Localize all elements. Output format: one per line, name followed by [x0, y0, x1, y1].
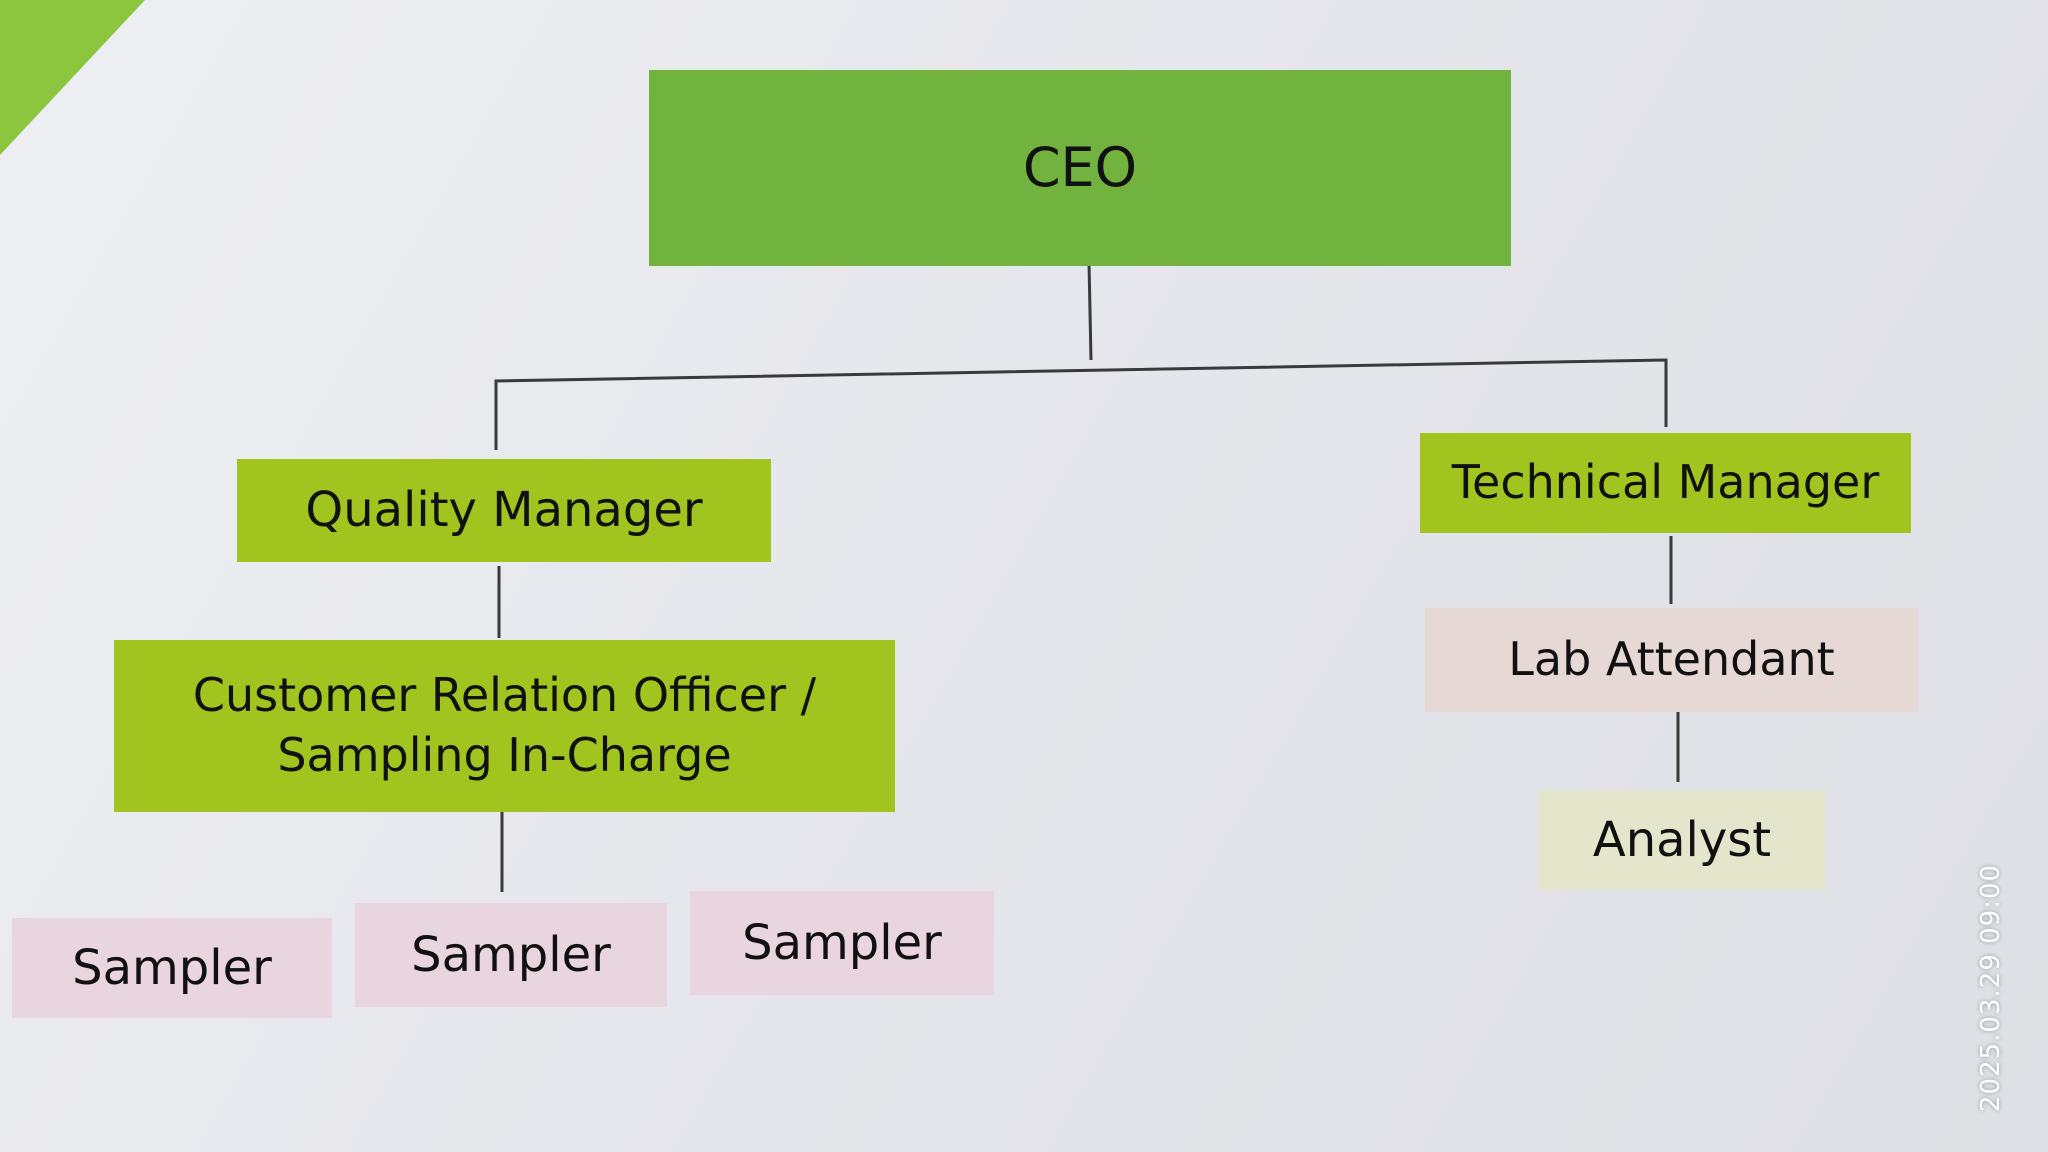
corner-decoration — [0, 0, 145, 155]
customer-relation-officer-box: Customer Relation Officer / Sampling In-… — [114, 640, 895, 812]
analyst-label: Analyst — [1592, 811, 1772, 868]
sampler-label-1: Sampler — [72, 939, 272, 996]
ceo-box: CEO — [649, 70, 1511, 266]
quality-manager-label: Quality Manager — [305, 482, 703, 539]
cro-label-line1: Customer Relation Officer / — [192, 668, 817, 723]
technical-manager-box: Technical Manager — [1420, 433, 1911, 533]
sampler-box-1: Sampler — [12, 918, 332, 1018]
sampler-label-2: Sampler — [411, 926, 611, 983]
technical-manager-label: Technical Manager — [1451, 455, 1880, 510]
sampler-box-3: Sampler — [690, 891, 994, 995]
lab-attendant-box: Lab Attendant — [1425, 608, 1918, 712]
ceo-label: CEO — [1022, 135, 1138, 199]
quality-manager-box: Quality Manager — [237, 459, 771, 562]
lab-attendant-label: Lab Attendant — [1508, 632, 1835, 687]
sampler-box-2: Sampler — [355, 903, 667, 1007]
sampler-label-3: Sampler — [742, 914, 942, 971]
cro-label-line2: Sampling In-Charge — [277, 728, 732, 782]
analyst-box: Analyst — [1539, 790, 1825, 890]
ceo-down-line — [1087, 261, 1093, 361]
timestamp-watermark: 2025.03.29 09:00 — [1976, 863, 2006, 1112]
manager-branch-line — [494, 358, 1668, 450]
